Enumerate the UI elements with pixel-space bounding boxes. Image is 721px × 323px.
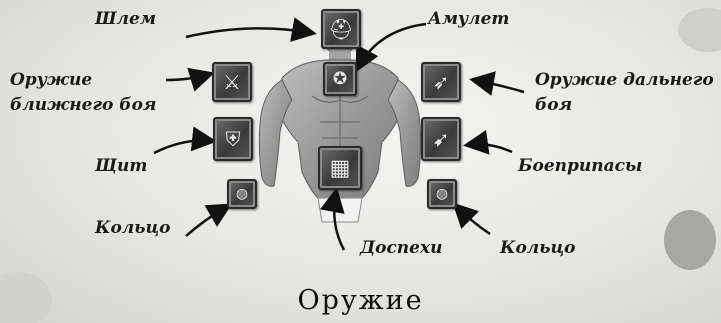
- ring-right-label: Кольцо: [500, 238, 575, 259]
- ammo-label: Боеприпасы: [518, 156, 642, 177]
- ring-icon: ◍: [229, 181, 255, 207]
- bow-icon: ➶: [423, 64, 459, 100]
- section-caption: Оружие: [0, 285, 721, 316]
- ring-icon: ◍: [429, 181, 455, 207]
- ring-left-slot[interactable]: ◍: [227, 179, 257, 209]
- armor-label: Доспехи: [360, 238, 442, 259]
- paper-stain: [664, 210, 716, 270]
- helmet-pointer: [186, 28, 312, 37]
- ammo-pointer: [468, 144, 512, 152]
- melee-label-line1: Оружие: [10, 70, 92, 91]
- melee-label-line2: ближнего боя: [10, 95, 156, 116]
- paper-stain: [678, 8, 721, 52]
- shield-slot[interactable]: ⛨: [213, 117, 253, 161]
- ranged-pointer: [474, 80, 524, 92]
- ring-left-label: Кольцо: [95, 218, 170, 239]
- armor-icon: ▦: [320, 148, 360, 188]
- sword-icon: ⚔: [214, 64, 250, 100]
- ammo-slot[interactable]: ➹: [421, 117, 461, 161]
- helmet-icon: ⛑: [323, 11, 359, 47]
- amulet-slot[interactable]: ✪: [323, 62, 357, 96]
- ring-right-slot[interactable]: ◍: [427, 179, 457, 209]
- helmet-slot[interactable]: ⛑: [321, 9, 361, 49]
- melee-pointer: [166, 74, 210, 80]
- helmet-label: Шлем: [95, 9, 156, 30]
- amulet-icon: ✪: [325, 64, 355, 94]
- melee-weapon-slot[interactable]: ⚔: [212, 62, 252, 102]
- armor-slot[interactable]: ▦: [318, 146, 362, 190]
- ring-left-pointer: [186, 206, 228, 236]
- ranged-label-line1: Оружие дальнего: [535, 70, 714, 91]
- amulet-label: Амулет: [428, 9, 509, 30]
- ring-right-pointer: [456, 206, 490, 234]
- arrow-icon: ➹: [423, 119, 459, 159]
- shield-label: Щит: [95, 156, 147, 177]
- ranged-weapon-slot[interactable]: ➶: [421, 62, 461, 102]
- ranged-label-line2: боя: [535, 95, 572, 116]
- shield-pointer: [154, 141, 212, 154]
- shield-icon: ⛨: [215, 119, 251, 159]
